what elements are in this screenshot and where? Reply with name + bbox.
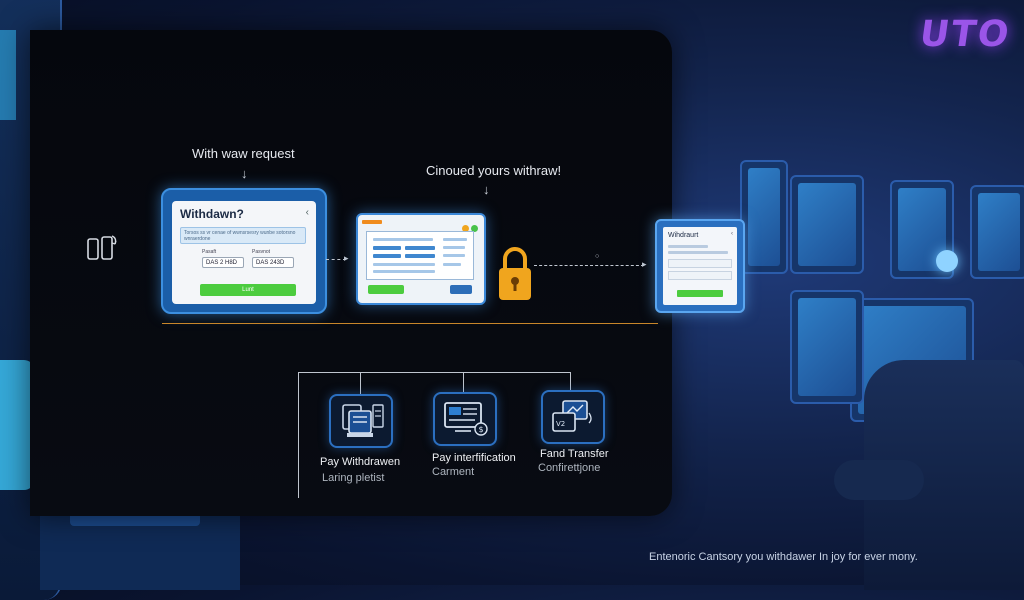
- background-monitor: [740, 160, 788, 274]
- result-row: [668, 271, 732, 280]
- background-monitor: [790, 290, 864, 404]
- background-chair-arm: [834, 460, 924, 500]
- pay-interfification-option[interactable]: $: [433, 392, 497, 446]
- result-row: [668, 259, 732, 268]
- amount-field-left[interactable]: DAS 2 H8D: [202, 257, 244, 268]
- dashboard-confirm-button[interactable]: [368, 285, 404, 294]
- close-icon[interactable]: ‹: [731, 231, 733, 237]
- close-icon[interactable]: ‹: [305, 207, 309, 218]
- background-left-screen: [0, 30, 16, 120]
- result-title: Wihdraurt: [668, 232, 699, 239]
- field-label-left: Pasaft: [202, 249, 217, 255]
- arrow-right-icon: ▸: [642, 259, 647, 269]
- tree-connector: [298, 372, 299, 498]
- withdrawal-result-card[interactable]: Wihdraurt ‹: [655, 219, 745, 313]
- arrow-right-icon: ▸: [344, 253, 349, 263]
- svg-text:V2: V2: [556, 420, 565, 428]
- flow-connector: [534, 265, 644, 266]
- background-light-orb: [936, 250, 958, 272]
- transaction-dashboard-card[interactable]: [356, 213, 486, 305]
- option-subtitle: Laring pletist: [322, 472, 385, 484]
- step1-caption: With waw request: [192, 146, 295, 161]
- monitor-payment-icon: $: [444, 402, 488, 436]
- background-glow-panel: [0, 360, 34, 490]
- tree-connector: [570, 372, 571, 390]
- tree-connector: [463, 372, 464, 392]
- background-monitor: [790, 175, 864, 274]
- pay-withdrawen-option[interactable]: [329, 394, 393, 448]
- tree-connector: [298, 372, 570, 373]
- dashboard-status-dots: [460, 219, 478, 237]
- lock-icon: [499, 247, 531, 300]
- withdrawal-result: Wihdraurt ‹: [663, 227, 737, 305]
- phone-transfer-icon: [87, 235, 117, 260]
- background-monitor: [970, 185, 1024, 279]
- connector-node: ○: [595, 253, 600, 260]
- flow-connector: [326, 259, 346, 260]
- transfer-screens-icon: V2: [552, 400, 592, 432]
- option-title: Pay interfification: [432, 452, 516, 464]
- withdraw-form: Withdawn? ‹ Torsos ss vr cenae of wwnsrs…: [172, 201, 316, 304]
- dashboard-window: [366, 231, 474, 280]
- submit-withdraw-button[interactable]: Lunt: [200, 284, 296, 296]
- result-confirm-button[interactable]: [677, 290, 723, 297]
- field-label-right: Pasvnot: [252, 249, 271, 255]
- document-stack-icon: [342, 404, 384, 437]
- option-title: Pay Withdrawen: [320, 456, 401, 468]
- fand-transfer-option[interactable]: V2: [541, 390, 605, 444]
- step2-caption: Cinoued yours withraw!: [426, 163, 562, 178]
- option-title: Fand Transfer: [540, 448, 609, 460]
- withdraw-form-title: Withdawn?: [180, 207, 244, 221]
- section-divider: [162, 323, 658, 324]
- footer-caption: Entenoric Cantsory you withdawer In joy …: [649, 551, 918, 563]
- svg-text:$: $: [479, 425, 484, 434]
- arrow-down-icon: ↓: [241, 166, 248, 181]
- withdraw-form-card[interactable]: Withdawn? ‹ Torsos ss vr cenae of wwnsrs…: [161, 188, 327, 314]
- arrow-down-icon: ↓: [483, 182, 490, 197]
- background-brand-sign: UTO: [916, 14, 1013, 55]
- option-subtitle: Confirettjone: [538, 462, 601, 474]
- dashboard-secondary-button[interactable]: [450, 285, 472, 294]
- option-subtitle: Carment: [432, 466, 475, 478]
- withdraw-notice: Torsos ss vr cenae of wwnsrsesry wunbe s…: [180, 227, 306, 244]
- amount-field-right[interactable]: DAS 243D: [252, 257, 294, 268]
- tree-connector: [360, 372, 361, 394]
- dashboard-logo: [362, 220, 382, 224]
